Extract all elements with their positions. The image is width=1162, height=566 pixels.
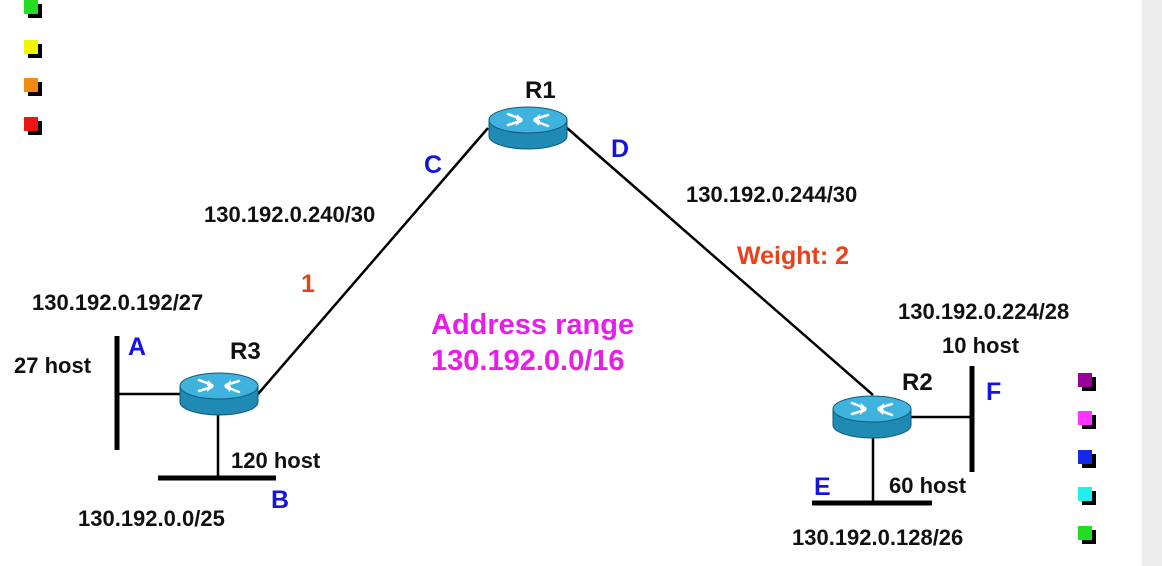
legend-right-square-3 [1078, 450, 1092, 464]
network-a-subnet: 130.192.0.192/27 [32, 290, 204, 315]
router-r1-label: R1 [525, 77, 556, 104]
link-r1-r2-weight: Weight: 2 [737, 242, 850, 270]
link-r3-r1 [257, 127, 489, 395]
network-e-letter: E [814, 473, 831, 501]
network-b-hosts: 120 host [231, 448, 321, 473]
network-f-subnet: 130.192.0.224/28 [898, 299, 1070, 324]
network-f-hosts: 10 host [942, 333, 1020, 358]
address-range-value: 130.192.0.0/16 [431, 345, 625, 377]
legend-right-square-2 [1078, 411, 1092, 425]
network-c-subnet: 130.192.0.240/30 [204, 202, 376, 227]
network-d-letter: D [611, 135, 630, 163]
legend-left-square-1 [24, 0, 38, 14]
network-e-hosts: 60 host [889, 473, 967, 498]
network-a-letter: A [128, 333, 147, 361]
network-e-subnet: 130.192.0.128/26 [792, 525, 964, 550]
network-b-letter: B [271, 486, 290, 514]
router-r2-label: R2 [902, 369, 933, 396]
router-r3-icon [178, 371, 260, 417]
legend-right-square-1 [1078, 373, 1092, 387]
link-r3-r1-weight: 1 [301, 270, 315, 298]
legend-left-square-2 [24, 40, 38, 54]
router-r1-icon [487, 105, 569, 151]
address-range-title: Address range [431, 309, 635, 341]
legend-left-square-4 [24, 117, 38, 131]
legend-right-square-4 [1078, 487, 1092, 501]
router-r3-label: R3 [230, 338, 261, 365]
legend-left-square-3 [24, 78, 38, 92]
network-a-hosts: 27 host [14, 353, 92, 378]
network-f-letter: F [986, 378, 1002, 406]
link-r1-r2 [566, 127, 874, 396]
network-d-subnet: 130.192.0.244/30 [686, 182, 858, 207]
router-r2-icon [831, 394, 913, 440]
legend-right-square-5 [1078, 526, 1092, 540]
right-scroll-rail [1142, 0, 1162, 566]
network-c-letter: C [424, 151, 443, 179]
network-b-subnet: 130.192.0.0/25 [78, 506, 225, 531]
